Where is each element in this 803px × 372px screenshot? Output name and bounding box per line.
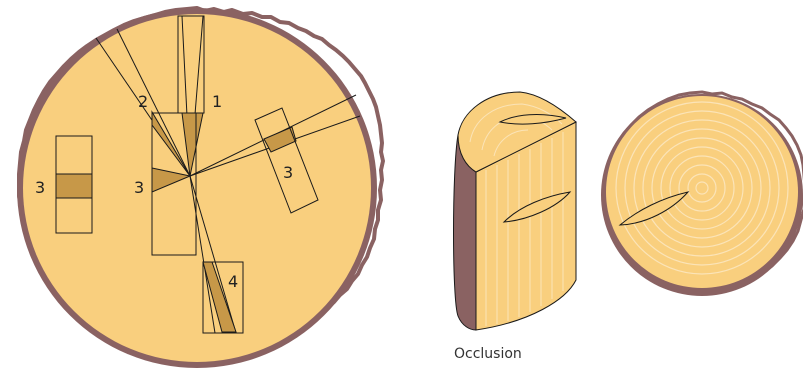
label-2: 2 bbox=[138, 92, 148, 111]
split-log: Occlusion bbox=[454, 92, 577, 362]
knot-band-3-left bbox=[56, 174, 92, 198]
ring-disc bbox=[601, 92, 803, 296]
label-3-center: 3 bbox=[134, 178, 144, 197]
label-4: 4 bbox=[228, 272, 238, 291]
log-cross-section: 1 2 3 3 3 4 bbox=[17, 8, 383, 368]
occlusion-caption: Occlusion bbox=[454, 346, 522, 362]
label-3-left: 3 bbox=[35, 178, 45, 197]
label-3-right: 3 bbox=[283, 163, 293, 182]
label-1: 1 bbox=[212, 92, 222, 111]
disc-wood bbox=[606, 96, 798, 288]
